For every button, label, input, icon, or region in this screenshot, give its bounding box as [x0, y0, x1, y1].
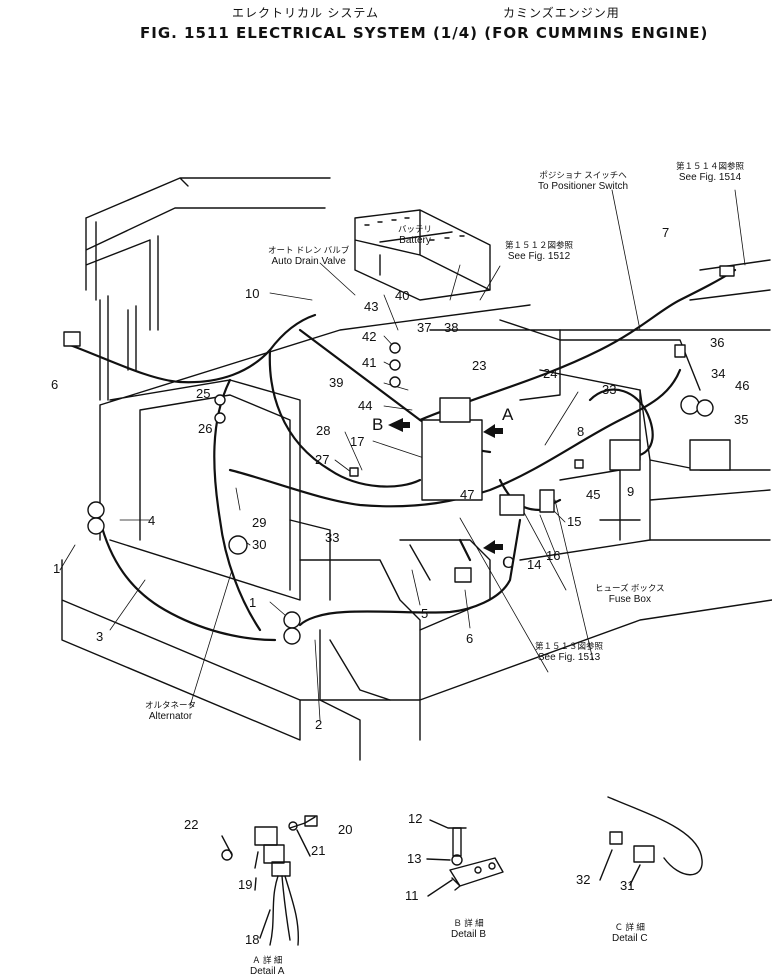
part-number: 40	[395, 288, 410, 303]
detail-b-drawing	[426, 819, 504, 897]
part-number: 35	[734, 412, 749, 427]
part-number: 11	[405, 888, 419, 903]
detail-c-drawing	[599, 796, 703, 886]
part-number: 9	[627, 484, 635, 499]
part-number: 37	[417, 320, 432, 335]
direction-arrows	[388, 418, 503, 554]
part-number: 13	[407, 851, 422, 866]
figure-title: FIG. 1511 ELECTRICAL SYSTEM (1/4) (FOR C…	[140, 24, 709, 42]
part-number: 41	[362, 355, 377, 370]
detail-letter-a: A	[502, 405, 514, 424]
part-number: 20	[338, 822, 353, 837]
part-number: 25	[196, 386, 211, 401]
part-number: 6	[51, 377, 59, 392]
part-number: 21	[311, 843, 326, 858]
detail-letter-b: B	[372, 415, 384, 434]
machine-frame	[61, 259, 772, 761]
part-number: 19	[238, 877, 253, 892]
part-number: 26	[198, 421, 213, 436]
part-number: 5	[421, 606, 429, 621]
part-number: 24	[543, 366, 558, 381]
part-number: 12	[408, 811, 423, 826]
leader-lines	[59, 189, 746, 721]
part-number: 30	[252, 537, 267, 552]
detail-letter-c: C	[502, 553, 515, 572]
part-number: 39	[329, 375, 344, 390]
part-number: 3	[96, 629, 104, 644]
part-number: 44	[358, 398, 373, 413]
part-number: 47	[460, 487, 475, 502]
part-number: 15	[567, 514, 582, 529]
part-number: 10	[245, 286, 260, 301]
part-number: 45	[586, 487, 601, 502]
part-number: 22	[184, 817, 199, 832]
header-jp-engine: カミンズエンジン用	[503, 6, 620, 20]
components	[63, 265, 735, 645]
detail-a-drawing	[221, 815, 318, 946]
part-number: 14	[527, 557, 542, 572]
part-number: 42	[362, 329, 377, 344]
part-number: 38	[444, 320, 459, 335]
part-number: 31	[620, 878, 635, 893]
part-number: 2	[315, 717, 323, 732]
part-number: 27	[315, 452, 330, 467]
part-number: 7	[662, 225, 670, 240]
header-jp-title: エレクトリカル システム	[232, 6, 379, 20]
part-number: 29	[252, 515, 267, 530]
part-number: 4	[148, 513, 156, 528]
part-number: 18	[245, 932, 260, 947]
part-number: 36	[710, 335, 725, 350]
part-number: 16	[546, 548, 561, 563]
part-number: 33	[602, 382, 617, 397]
part-number: 6	[466, 631, 474, 646]
part-number: 8	[577, 424, 585, 439]
handrail	[85, 177, 331, 401]
part-number: 46	[735, 378, 750, 393]
part-number: 32	[576, 872, 591, 887]
part-number: 34	[711, 366, 726, 381]
part-number: 1	[53, 561, 61, 576]
battery-drawing	[354, 209, 491, 301]
part-number: 43	[364, 299, 379, 314]
part-number: 1	[249, 595, 257, 610]
part-number: 23	[472, 358, 487, 373]
part-number: 33	[325, 530, 340, 545]
part-number: 17	[350, 434, 365, 449]
part-number: 28	[316, 423, 331, 438]
